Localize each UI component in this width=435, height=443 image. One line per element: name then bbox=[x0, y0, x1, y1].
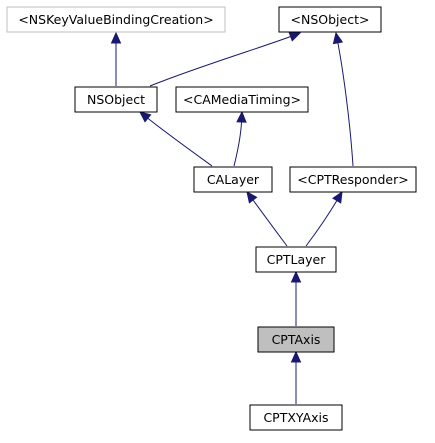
node-cptlayer-label: CPTLayer bbox=[267, 252, 327, 267]
node-cptxyaxis[interactable]: CPTXYAxis bbox=[249, 404, 343, 431]
edge-cptlayer-to-calayer bbox=[246, 191, 288, 247]
edge-cptxyaxis-to-cptaxis bbox=[290, 350, 302, 404]
edge-arrowhead bbox=[139, 111, 152, 123]
edge-cptaxis-to-cptlayer bbox=[290, 270, 302, 326]
node-nsobject-box bbox=[74, 86, 158, 113]
node-calayer-box bbox=[193, 166, 273, 193]
edge-line bbox=[147, 117, 213, 167]
edge-line bbox=[305, 200, 338, 247]
node-nsobject[interactable]: NSObject bbox=[74, 86, 158, 113]
edge-cptresponder-to-nsobject_protocol bbox=[332, 31, 354, 167]
node-cptaxis[interactable]: CPTAxis bbox=[257, 326, 335, 353]
edge-line bbox=[337, 42, 354, 167]
edge-line bbox=[233, 121, 243, 167]
node-nskvbc[interactable]: <NSKeyValueBindingCreation> bbox=[6, 6, 226, 33]
node-cptlayer[interactable]: CPTLayer bbox=[255, 246, 337, 273]
node-calayer[interactable]: CALayer bbox=[193, 166, 273, 193]
edge-calayer-to-nsobject bbox=[139, 111, 213, 167]
node-nskvbc-box bbox=[6, 6, 226, 33]
edge-arrowhead bbox=[290, 270, 302, 283]
node-nsobject-protocol-label: <NSObject> bbox=[291, 12, 370, 27]
node-cptaxis-label: CPTAxis bbox=[272, 332, 321, 347]
node-camediatiming-label: <CAMediaTiming> bbox=[183, 92, 301, 107]
edge-arrowhead bbox=[110, 31, 122, 44]
edge-arrowhead bbox=[332, 31, 344, 45]
edge-arrowhead bbox=[290, 350, 302, 363]
edge-calayer-to-camediatiming bbox=[233, 110, 247, 167]
node-cptlayer-box bbox=[255, 246, 337, 273]
node-cptresponder[interactable]: <CPTResponder> bbox=[289, 166, 417, 193]
node-cptresponder-label: <CPTResponder> bbox=[297, 172, 408, 187]
node-nskvbc-label: <NSKeyValueBindingCreation> bbox=[18, 12, 213, 27]
node-cptxyaxis-box bbox=[249, 404, 343, 431]
node-nsobject-label: NSObject bbox=[87, 92, 145, 107]
node-camediatiming[interactable]: <CAMediaTiming> bbox=[175, 86, 309, 113]
nodes: <NSKeyValueBindingCreation> <NSObject> N… bbox=[6, 6, 417, 431]
edge-line bbox=[252, 199, 288, 247]
edge-arrowhead bbox=[288, 31, 302, 42]
edge-nsobject-to-nsobject_protocol bbox=[149, 31, 302, 87]
node-nsobject-protocol-box bbox=[278, 6, 382, 33]
node-camediatiming-box bbox=[175, 86, 309, 113]
edge-cptlayer-to-cptresponder bbox=[305, 190, 343, 247]
edge-nsobject-to-nskvbc bbox=[110, 31, 122, 87]
edge-arrowhead bbox=[246, 191, 258, 204]
node-nsobject-protocol[interactable]: <NSObject> bbox=[278, 6, 382, 33]
node-cptresponder-box bbox=[289, 166, 417, 193]
node-cptxyaxis-label: CPTXYAxis bbox=[263, 410, 328, 425]
edge-arrowhead bbox=[332, 190, 343, 204]
node-calayer-label: CALayer bbox=[207, 172, 260, 187]
edge-arrowhead bbox=[236, 110, 247, 123]
edges bbox=[110, 31, 354, 404]
edge-line bbox=[149, 36, 291, 87]
node-cptaxis-box bbox=[257, 326, 335, 353]
